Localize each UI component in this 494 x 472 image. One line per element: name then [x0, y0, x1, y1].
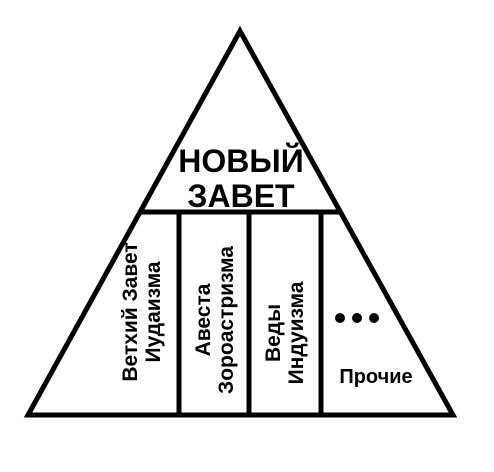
ellipsis-dot-2	[352, 313, 362, 323]
column-other: Прочие	[335, 313, 413, 388]
column-vedas: Веды Индуизма	[262, 281, 308, 384]
pyramid-outline	[23, 25, 458, 418]
column-avesta-line2: Зороастризма	[215, 246, 238, 394]
column-old-testament-line1: Ветхий Завет	[119, 242, 142, 381]
column-avesta: Авеста Зороастризма	[192, 246, 238, 394]
column-other-label: Прочие	[339, 366, 412, 388]
column-old-testament-line2: Иудаизма	[142, 261, 165, 362]
ellipsis-dot-1	[335, 313, 345, 323]
apex-label-line1: НОВЫЙ	[178, 143, 303, 179]
apex-label-line2: ЗАВЕТ	[187, 178, 295, 214]
column-avesta-line1: Авеста	[192, 283, 215, 356]
column-vedas-line2: Индуизма	[285, 281, 308, 384]
column-vedas-line1: Веды	[262, 304, 285, 362]
column-old-testament: Ветхий Завет Иудаизма	[119, 242, 165, 381]
ellipsis-dot-3	[369, 313, 379, 323]
